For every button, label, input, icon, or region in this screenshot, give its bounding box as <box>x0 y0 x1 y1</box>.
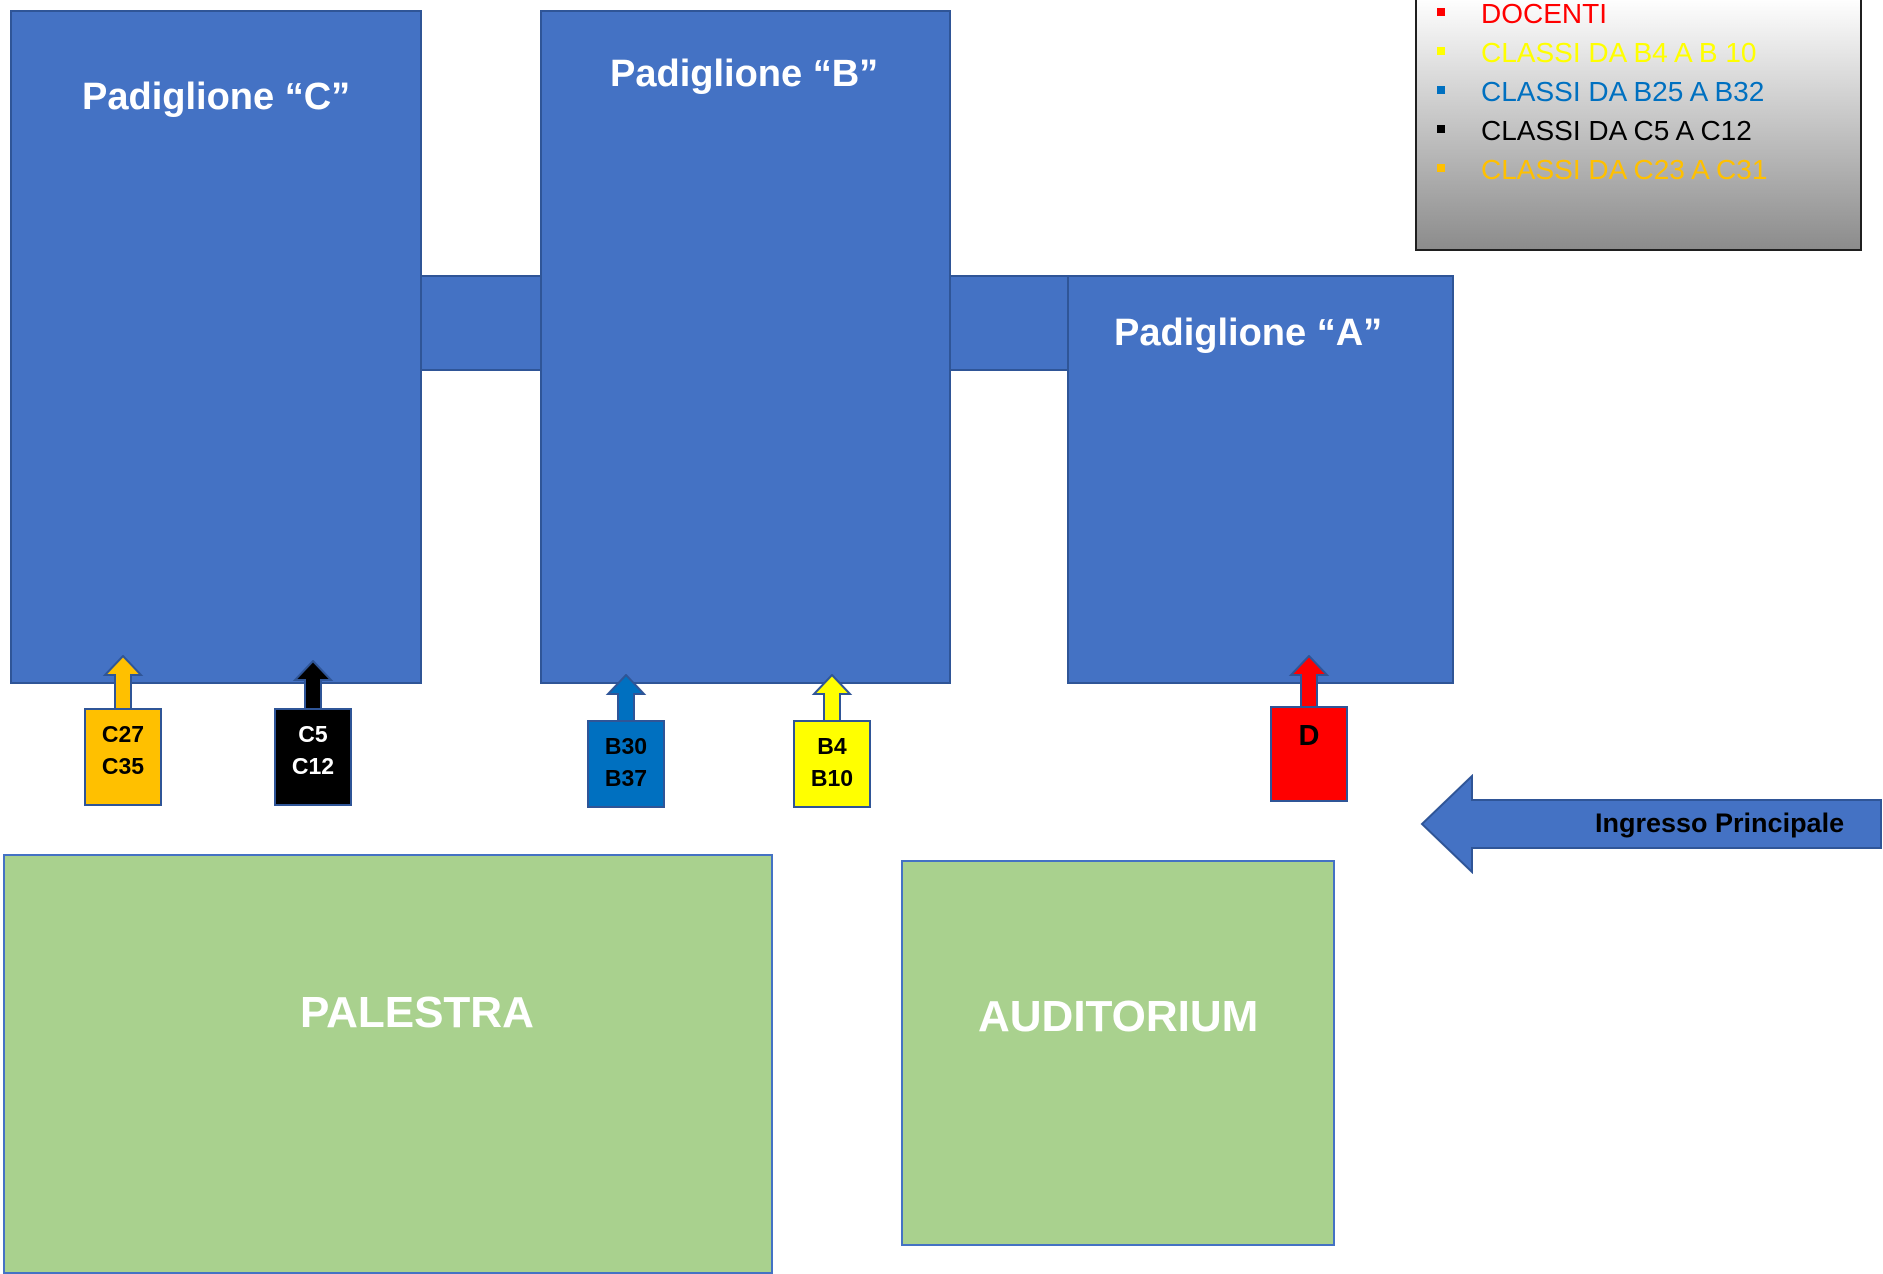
entrance-label: B30 <box>604 733 648 759</box>
entrance-label: B37 <box>604 765 648 791</box>
entrance-marker: D <box>1270 655 1348 802</box>
legend-item: DOCENTI <box>1437 0 1607 30</box>
bullet-icon <box>1437 85 1445 94</box>
area-palestra: PALESTRA <box>3 854 773 1274</box>
entrance-label: D <box>1298 720 1320 752</box>
bullet-icon <box>1437 124 1445 133</box>
up-arrow-icon <box>102 655 144 710</box>
building-title: Padiglione “B” <box>610 53 879 95</box>
up-arrow-icon <box>292 660 334 710</box>
legend-item: CLASSI DA C23 A C31 <box>1437 154 1767 186</box>
bullet-icon <box>1437 163 1445 172</box>
building-padiglione-a: Padiglione “A” <box>1067 275 1454 684</box>
legend-item: CLASSI DA B4 A B 10 <box>1437 37 1757 69</box>
up-arrow-icon <box>1288 655 1330 708</box>
connector-c-b <box>420 275 543 371</box>
up-arrow-icon <box>811 674 853 722</box>
bullet-icon <box>1437 7 1445 16</box>
entrance-label: B10 <box>810 765 854 791</box>
entrance-label-box: D <box>1270 706 1348 802</box>
building-padiglione-c: Padiglione “C” <box>10 10 422 684</box>
area-auditorium: AUDITORIUM <box>901 860 1335 1246</box>
building-title: Padiglione “C” <box>82 76 351 118</box>
entrance-label: B4 <box>817 733 847 759</box>
building-title: Padiglione “A” <box>1114 312 1383 354</box>
legend-item-label: CLASSI DA C5 A C12 <box>1481 115 1752 146</box>
main-entrance-arrow: Ingresso Principale <box>1420 773 1883 875</box>
up-arrow-icon <box>605 674 647 722</box>
legend-item-label: CLASSI DA B25 A B32 <box>1481 76 1765 107</box>
legend-item-label: CLASSI DA C23 A C31 <box>1481 154 1768 185</box>
area-title: AUDITORIUM <box>978 992 1259 1041</box>
connector-b-a <box>949 275 1069 371</box>
legend: DOCENTI CLASSI DA B4 A B 10 CLASSI DA B25 … <box>1415 0 1862 251</box>
legend-item: CLASSI DA C5 A C12 <box>1437 115 1752 147</box>
left-arrow-icon <box>1420 773 1882 875</box>
building-padiglione-b: Padiglione “B” <box>540 10 951 684</box>
entrance-label: C35 <box>101 753 145 779</box>
main-entrance-label: Ingresso Principale <box>1595 808 1845 838</box>
legend-item-label: CLASSI DA B4 A B 10 <box>1481 37 1757 68</box>
entrance-label: C27 <box>101 721 145 747</box>
entrance-label: C12 <box>291 753 335 779</box>
bullet-icon <box>1437 46 1445 55</box>
legend-item: CLASSI DA B25 A B32 <box>1437 76 1764 108</box>
area-title: PALESTRA <box>300 988 534 1037</box>
entrance-label: C5 <box>298 721 328 747</box>
legend-item-label: DOCENTI <box>1481 0 1607 29</box>
